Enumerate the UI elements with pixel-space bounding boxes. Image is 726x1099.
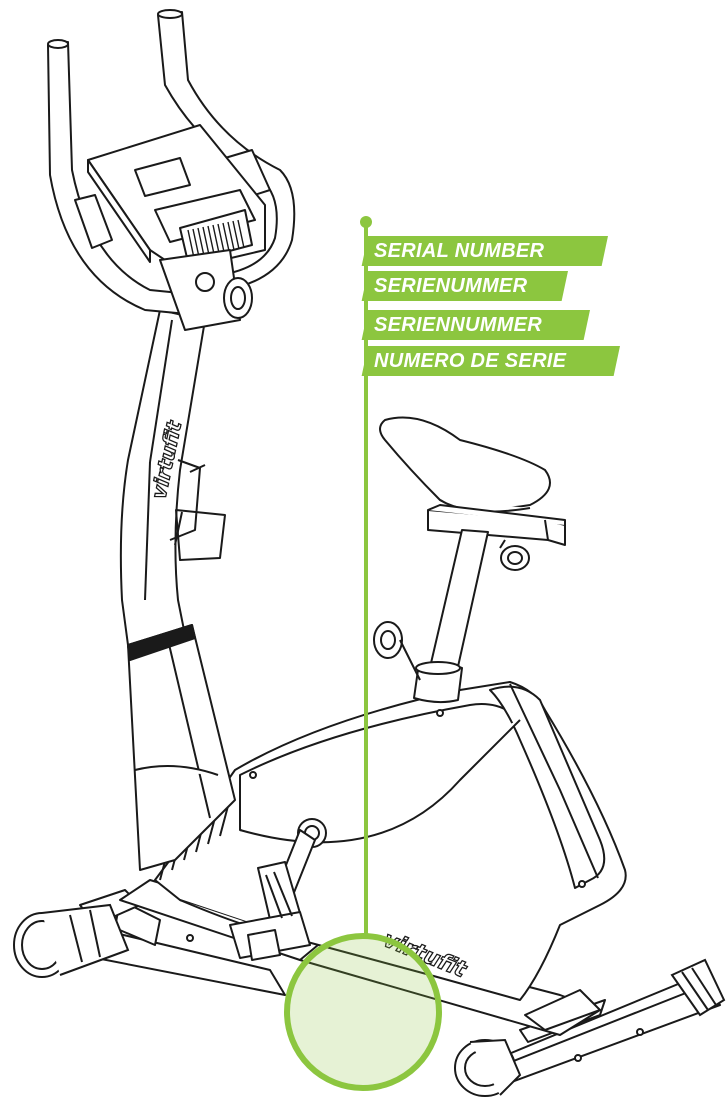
serial-number-callout (284, 216, 442, 1091)
seat (379, 416, 551, 513)
bottle-holder (169, 459, 226, 561)
seat-post-knob (373, 621, 421, 681)
label-seriennummer: SERIENNUMMER (374, 314, 543, 336)
console-mount (159, 249, 241, 331)
front-end-cap (13, 903, 130, 978)
label-serienummer: SERIENUMMER (374, 275, 528, 297)
seat-knob (499, 539, 530, 571)
rear-end-cap-right (670, 958, 726, 1017)
label-serial-number: SERIAL NUMBER (374, 240, 545, 262)
serial-location-highlight (284, 933, 442, 1091)
pedal (229, 861, 311, 961)
console-fan-grille (187, 219, 245, 259)
flywheel-housing (154, 681, 627, 1001)
handlebar-right (157, 9, 296, 291)
rear-end-cap-left (454, 1038, 522, 1097)
resistance-knob (223, 277, 253, 319)
upright-shroud (127, 624, 236, 871)
label-numero-de-serie: NUMERO DE SERIE (374, 350, 567, 372)
callout-dot (360, 216, 372, 228)
seat-slider (427, 504, 566, 546)
seat-post (413, 529, 489, 704)
